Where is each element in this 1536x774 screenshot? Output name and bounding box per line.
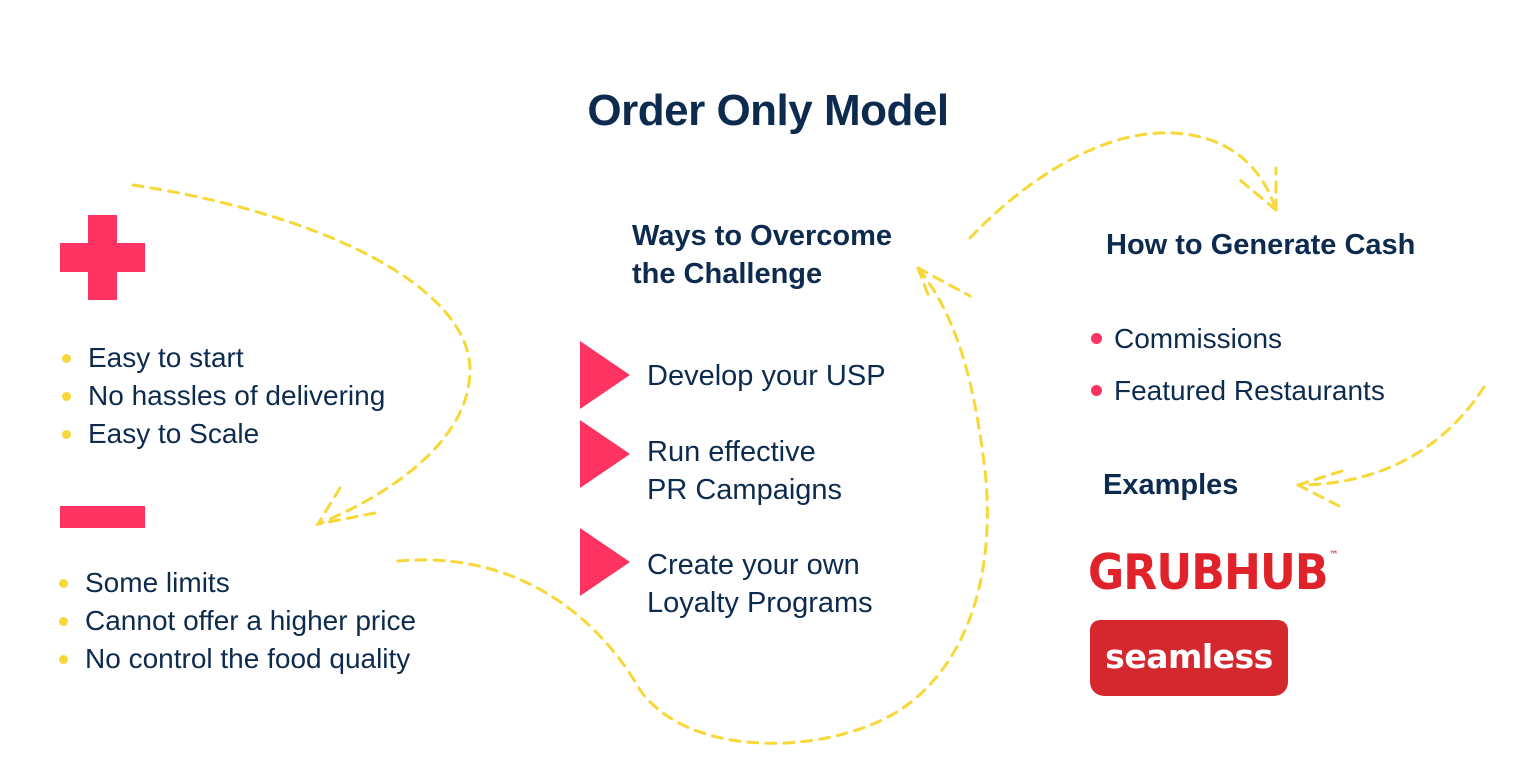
page-title: Order Only Model — [587, 86, 949, 135]
step-line1: Develop your USP — [647, 360, 886, 392]
arrowhead-cons-to-ways — [916, 266, 972, 302]
pros-item: No hassles of delivering — [60, 377, 385, 415]
pros-list: Easy to start No hassles of delivering E… — [60, 339, 385, 453]
cons-item: Cannot offer a higher price — [57, 602, 416, 640]
cash-item: Featured Restaurants — [1088, 370, 1385, 422]
cons-item: No control the food quality — [57, 640, 416, 678]
ways-heading-line2: the Challenge — [632, 258, 823, 290]
step-line2: PR Campaigns — [647, 474, 843, 506]
ways-heading: Ways to Overcome the Challenge — [632, 217, 892, 293]
play-triangle-icon — [580, 341, 630, 409]
arrowhead-cash-to-examples — [1296, 468, 1347, 510]
step-line2: Loyalty Programs — [647, 587, 873, 619]
seamless-logo: seamless — [1090, 620, 1288, 696]
cons-item: Some limits — [57, 564, 416, 602]
examples-heading: Examples — [1103, 469, 1239, 501]
arrowhead-pros-to-cons — [314, 486, 377, 527]
minus-icon — [60, 506, 145, 528]
play-triangle-icon — [580, 528, 630, 596]
arrowhead-ways-to-cash — [1238, 166, 1278, 212]
cash-item: Commissions — [1088, 318, 1385, 370]
step-line1: Run effective — [647, 436, 816, 468]
step-text: Run effective PR Campaigns — [647, 433, 842, 509]
cash-list: Commissions Featured Restaurants — [1088, 318, 1385, 422]
trademark-mark: ™ — [1329, 550, 1339, 561]
step-line1: Create your own — [647, 549, 860, 581]
cons-list: Some limits Cannot offer a higher price … — [57, 564, 416, 678]
pros-item: Easy to Scale — [60, 415, 385, 453]
grubhub-logo-text: GRUBHUB — [1088, 544, 1329, 601]
play-triangle-icon — [580, 420, 630, 488]
step-text: Create your own Loyalty Programs — [647, 546, 873, 622]
pros-item: Easy to start — [60, 339, 385, 377]
arrow-ways-to-cash — [968, 131, 1278, 240]
plus-icon — [60, 215, 145, 300]
ways-heading-line1: Ways to Overcome — [632, 220, 893, 252]
step-text: Develop your USP — [647, 357, 886, 395]
cash-heading: How to Generate Cash — [1106, 229, 1416, 261]
